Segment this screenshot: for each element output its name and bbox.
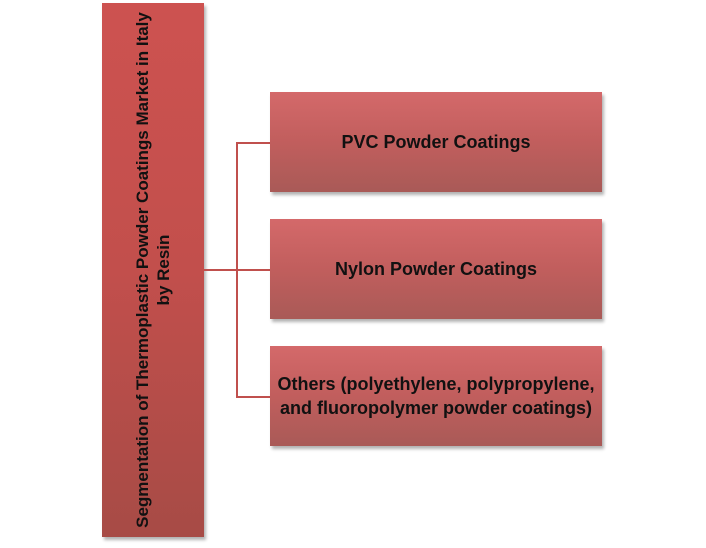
connector-branch-2	[236, 269, 270, 271]
child-node-others: Others (polyethylene, polypropylene, and…	[270, 346, 602, 446]
connector-trunk	[204, 269, 238, 271]
connector-branch-1	[236, 142, 270, 144]
root-label: Segmentation of Thermoplastic Powder Coa…	[133, 12, 173, 528]
child-node-pvc: PVC Powder Coatings	[270, 92, 602, 192]
root-node: Segmentation of Thermoplastic Powder Coa…	[102, 3, 204, 537]
child-node-nylon: Nylon Powder Coatings	[270, 219, 602, 319]
child-label: PVC Powder Coatings	[341, 132, 531, 152]
connector-branch-3	[236, 396, 270, 398]
child-label: Nylon Powder Coatings	[334, 259, 538, 279]
child-label: Others (polyethylene, polypropylene, and…	[277, 374, 595, 418]
